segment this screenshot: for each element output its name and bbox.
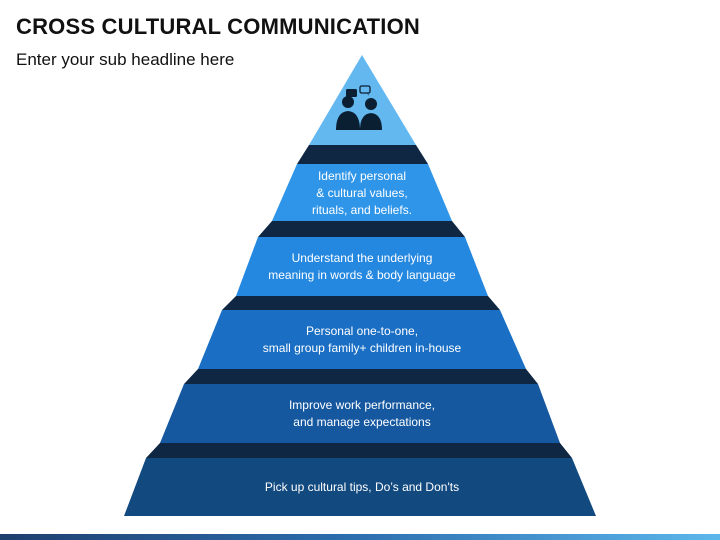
tier-2-label: Understand the underlying meaning in wor… [232, 250, 492, 284]
tier-1-label: Identify personal & cultural values, rit… [262, 168, 462, 219]
pyramid-tier-3 [198, 310, 526, 369]
tier-shadow-4 [184, 369, 538, 384]
tier-shadow-3 [222, 296, 500, 310]
tier-5-line-1: Pick up cultural tips, Do’s and Don'ts [264, 480, 460, 494]
tier-1-line-1: Identify personal [317, 169, 407, 183]
pyramid-apex [309, 55, 416, 145]
tier-1-line-2: & cultural values, [316, 186, 408, 200]
tier-shadow-5 [146, 443, 572, 458]
pyramid-tier-4 [160, 384, 560, 443]
pyramid-tier-5 [124, 458, 596, 516]
tier-3-label: Personal one-to-one, small group family+… [212, 323, 512, 357]
pyramid-tier-1 [272, 164, 452, 221]
tier-4-line-1: Improve work performance, [288, 398, 436, 412]
tier-4-line-2: and manage expectations [293, 415, 431, 429]
tier-3-line-1: Personal one-to-one, [305, 324, 419, 338]
tier-2-line-1: Understand the underlying [291, 251, 433, 265]
tier-shadow-1 [297, 145, 428, 164]
tier-4-label: Improve work performance, and manage exp… [212, 397, 512, 431]
tier-5-label: Pick up cultural tips, Do’s and Don'ts [212, 479, 512, 496]
footer-accent-bar [0, 534, 720, 540]
pyramid-tier-2 [236, 237, 488, 296]
tier-2-line-2: meaning in words & body language [268, 268, 456, 282]
tier-3-line-2: small group family+ children in-house [262, 341, 462, 355]
page-title: CROSS CULTURAL COMMUNICATION [16, 14, 421, 39]
page-subtitle: Enter your sub headline here [16, 50, 235, 69]
tier-shadow-2 [258, 221, 465, 237]
people-conversation-icon [336, 85, 382, 130]
tier-1-line-3: rituals, and beliefs. [311, 203, 413, 217]
